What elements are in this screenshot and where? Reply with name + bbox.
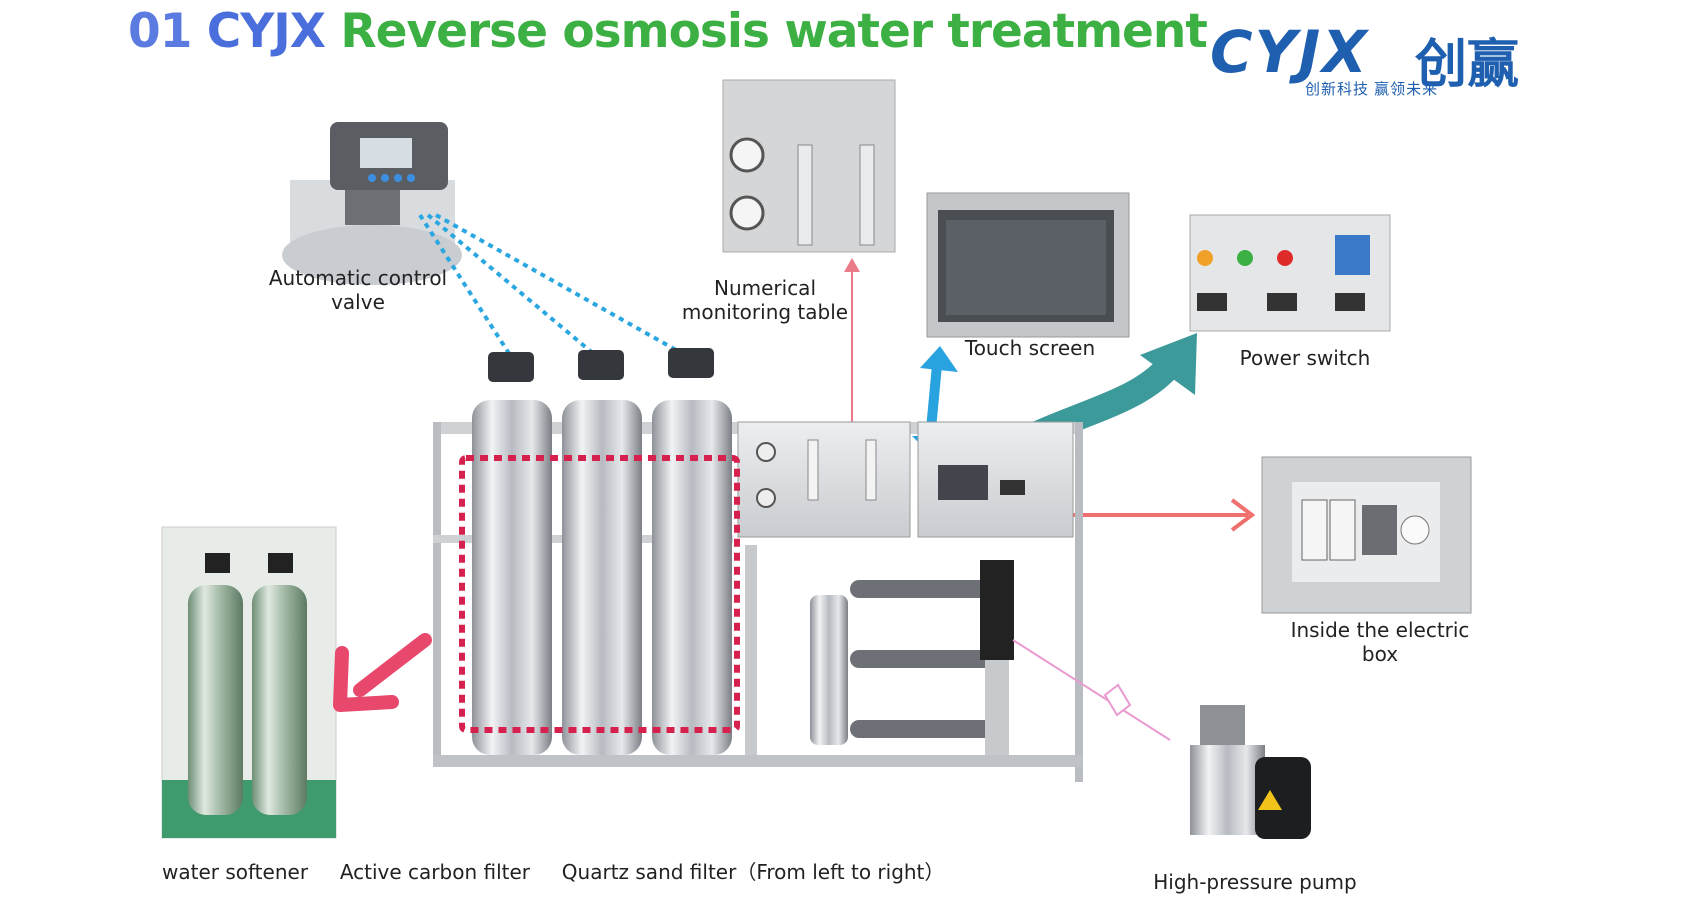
label-auto-valve: Automatic control valve (258, 266, 458, 314)
label-auto-valve-line1: Automatic control (268, 266, 448, 290)
monitoring-arrow (844, 258, 860, 430)
filter-highlight-box (459, 455, 740, 733)
pump-photo (1190, 705, 1311, 839)
title-number: 01 (128, 4, 192, 59)
power-switch-photo (1189, 214, 1391, 332)
label-electric-box: Inside the electric box (1270, 618, 1490, 666)
label-auto-valve-line2: valve (331, 290, 385, 314)
page-title: 01 CYJX Reverse osmosis water treatment (128, 4, 1208, 59)
monitoring-table-photo (722, 79, 896, 253)
label-numerical-line1: Numerical (713, 276, 816, 300)
touch-screen-photo (926, 192, 1130, 338)
title-brand: CYJX (206, 4, 326, 59)
valve-callout-lines (418, 213, 686, 357)
ro-machine (433, 348, 1083, 782)
label-bottom-caption: water softener Active carbon filter Quar… (162, 860, 945, 884)
logo: CYJX (1210, 18, 1369, 86)
label-numerical: Numerical monitoring table (670, 276, 860, 324)
label-touch-screen: Touch screen (964, 336, 1096, 360)
softener-arrow (333, 633, 432, 712)
label-pump: High-pressure pump (1153, 870, 1357, 894)
control-valve-photo (282, 122, 462, 285)
label-electric-box-line2: box (1361, 642, 1399, 666)
electric-box-photo (1261, 456, 1472, 614)
label-power-switch: Power switch (1239, 346, 1371, 370)
title-text: Reverse osmosis water treatment (340, 4, 1207, 59)
label-electric-box-line1: Inside the electric (1290, 618, 1470, 642)
logo-cn: 创赢 (1415, 35, 1520, 95)
label-numerical-line2: monitoring table (681, 300, 849, 324)
pump-pointer (1012, 639, 1171, 741)
logo-tagline: 创新科技 赢领未来 (1305, 81, 1439, 98)
water-softener-photo (161, 526, 337, 839)
